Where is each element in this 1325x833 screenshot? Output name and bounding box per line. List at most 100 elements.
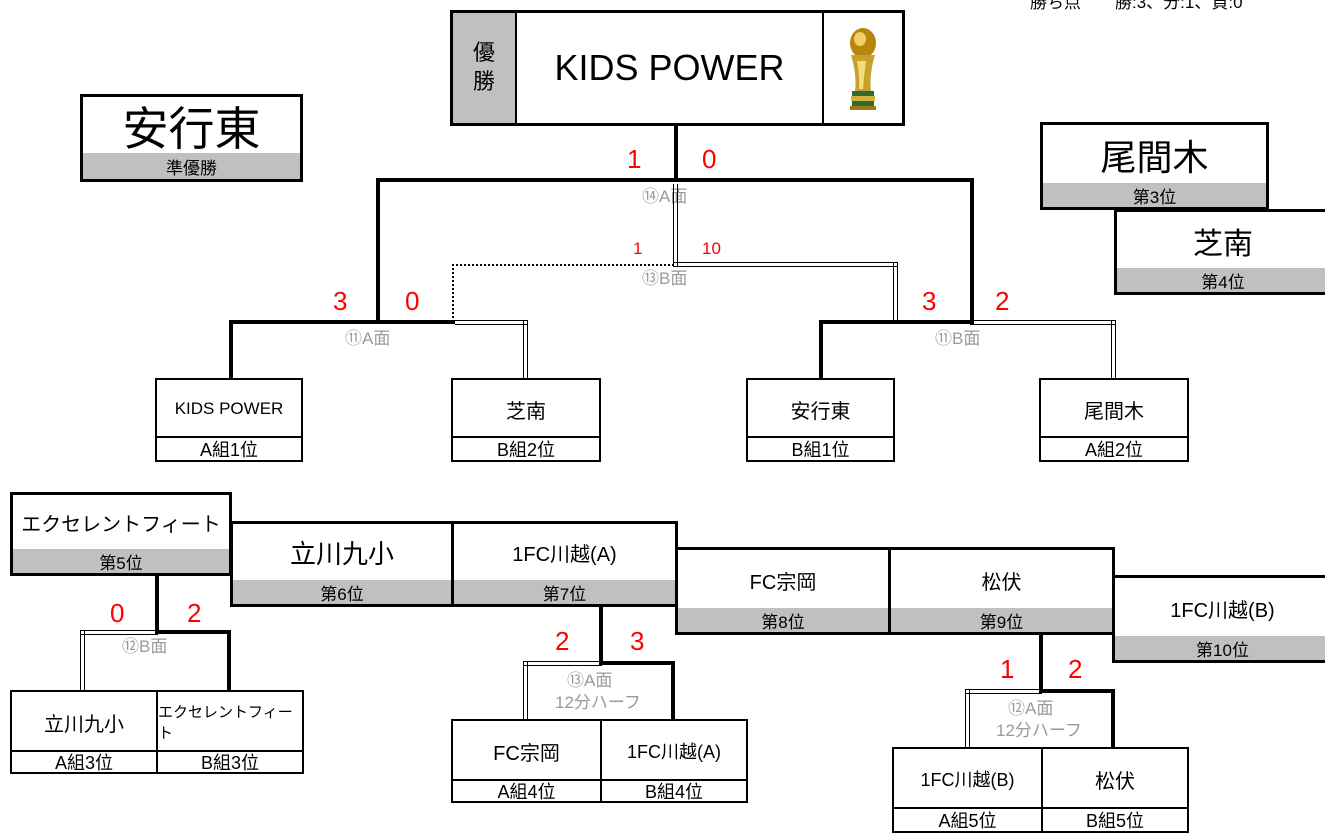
m7-left-drop [523, 661, 528, 719]
m5-left-team: 立川九小 [12, 692, 158, 752]
m9-bar-left [965, 689, 1042, 694]
champion-box: 優勝 KIDS POWER [450, 10, 905, 126]
points-rule-note: 勝ち点 勝:3、分:1、負:0 [1030, 0, 1243, 12]
m5-bar-left [80, 630, 158, 635]
m9-right-drop [1111, 689, 1115, 747]
m7-score-left: 2 [555, 626, 570, 656]
m9-score-right: 2 [1068, 654, 1083, 684]
m5-score-left: 0 [110, 598, 125, 628]
m7-format: 12分ハーフ [555, 693, 641, 712]
placing-rank: 第5位 [13, 549, 229, 573]
placing-box-6th: 立川九小 第6位 [230, 521, 454, 607]
m5-right-seed: B組3位 [158, 750, 302, 773]
placing-rank: 第10位 [1115, 636, 1325, 660]
m7-left-team: FC宗岡 [453, 721, 602, 781]
entrant-box: KIDS POWER A組1位 [155, 378, 303, 462]
placing-rank: 第8位 [678, 608, 888, 632]
final-right-drop [970, 178, 974, 322]
third-place-team: 尾間木 [1100, 137, 1209, 178]
semi-a-bar-right [455, 320, 528, 325]
m9-score-left: 1 [1000, 654, 1015, 684]
fourth-place-team: 芝南 [1193, 228, 1253, 261]
m9-left-team: 1FC川越(B) [894, 749, 1043, 809]
entrant-box: 安行東 B組1位 [746, 378, 895, 462]
semi-b-right-drop [1111, 320, 1116, 378]
placing-rank: 第9位 [891, 608, 1112, 632]
placing-box-7th: 1FC川越(A) 第7位 [451, 521, 678, 607]
m7-left-seed: A組4位 [453, 779, 602, 802]
entrant-box: 尾間木 A組2位 [1039, 378, 1189, 462]
m5-score-right: 2 [187, 598, 202, 628]
m5-right-drop [227, 630, 231, 690]
third-match-score-right: 10 [702, 239, 721, 258]
fourth-place-box: 芝南 第4位 [1114, 209, 1325, 295]
semi-b-bar-right [970, 320, 1116, 325]
third-match-score-left: 1 [633, 239, 643, 258]
runner-up-rank: 準優勝 [83, 153, 300, 179]
placing-rank: 第6位 [233, 580, 451, 604]
third-place-rank: 第3位 [1043, 183, 1266, 207]
entrant-team: KIDS POWER [174, 399, 284, 418]
placing-box-8th: FC宗岡 第8位 [675, 547, 891, 635]
entrant-team: 安行東 [790, 400, 851, 423]
third-place-box: 尾間木 第3位 [1040, 122, 1269, 210]
semi-a-score-left: 3 [333, 286, 348, 316]
final-stem [674, 126, 678, 180]
placing-box-9th: 松伏 第9位 [888, 547, 1115, 635]
final-score-left: 1 [627, 144, 642, 174]
semi-a-left-drop [229, 320, 233, 378]
semi-a-bar [229, 320, 455, 324]
placing-box-10th: 1FC川越(B) 第10位 [1112, 575, 1325, 663]
semi-b-left-drop [819, 320, 823, 378]
placing-team: エクセレントフィート [21, 513, 221, 536]
third-match-bar-left [452, 264, 674, 266]
runner-up-box: 安行東 準優勝 [80, 94, 303, 182]
m9-venue: ⑫A面 [1008, 699, 1054, 718]
m9-right-seed: B組5位 [1043, 807, 1187, 831]
m9-format: 12分ハーフ [996, 721, 1082, 740]
third-match-stem [673, 184, 678, 266]
placing-team: 立川九小 [289, 538, 394, 569]
placing-team: 松伏 [981, 571, 1022, 594]
semi-a-venue: ⑪A面 [345, 329, 391, 348]
m7-bar-left [523, 661, 602, 666]
entrant-team: 芝南 [506, 400, 546, 423]
m5-left-drop [80, 630, 85, 690]
m5-teams-box: 立川九小 エクセレントフィート A組3位 B組3位 [10, 690, 304, 774]
final-bar-right [676, 178, 974, 182]
placing-team: FC宗岡 [749, 571, 817, 594]
entrant-seed: A組1位 [157, 436, 301, 460]
fourth-place-rank: 第4位 [1117, 268, 1325, 292]
runner-up-team: 安行東 [122, 103, 261, 155]
final-bar-left [376, 178, 678, 182]
m7-right-drop [671, 661, 675, 719]
champion-team: KIDS POWER [554, 47, 785, 88]
m7-bar-right [599, 661, 675, 665]
placing-box-5th: エクセレントフィート 第5位 [10, 492, 232, 576]
entrant-box: 芝南 B組2位 [451, 378, 601, 462]
m9-left-drop [965, 689, 970, 747]
champion-tag-cell: 優勝 [453, 13, 517, 123]
semi-b-score-left: 3 [922, 286, 937, 316]
m9-bar-right [1039, 689, 1115, 693]
m9-left-seed: A組5位 [894, 807, 1043, 831]
semi-a-score-right: 0 [405, 286, 420, 316]
m5-right-team: エクセレントフィート [158, 704, 293, 742]
m5-venue: ⑫B面 [122, 637, 168, 656]
m7-score-right: 3 [630, 626, 645, 656]
m9-teams-box: 1FC川越(B) 松伏 A組5位 B組5位 [892, 747, 1189, 833]
third-match-right-drop [893, 262, 898, 322]
third-match-venue: ⑬B面 [642, 269, 688, 288]
semi-a-right-drop [523, 320, 528, 378]
third-match-left-drop [452, 264, 454, 322]
m9-stem [1039, 635, 1043, 691]
m7-right-team: 1FC川越(A) [627, 742, 721, 762]
final-venue: ⑭A面 [642, 187, 688, 206]
m7-venue: ⑬A面 [567, 671, 613, 690]
m5-left-seed: A組3位 [12, 750, 158, 773]
m9-right-team: 松伏 [1095, 770, 1135, 793]
m7-right-seed: B組4位 [602, 779, 746, 802]
m7-teams-box: FC宗岡 1FC川越(A) A組4位 B組4位 [451, 719, 748, 803]
m5-bar-right [155, 630, 231, 634]
entrant-team: 尾間木 [1084, 400, 1144, 423]
